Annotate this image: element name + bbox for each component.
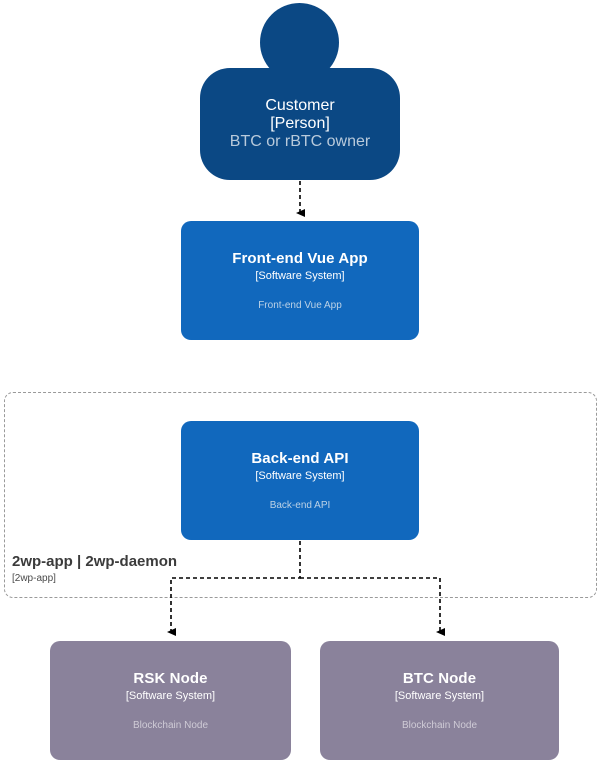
node-customer-title: Customer (265, 97, 335, 114)
node-front-end-vue-app-subtitle: [Software System] (255, 269, 345, 282)
node-customer-labels: Customer [Person] BTC or rBTC owner (200, 68, 400, 180)
node-rsk-node[interactable]: RSK Node [Software System] Blockchain No… (50, 641, 291, 760)
node-rsk-node-title: RSK Node (133, 669, 208, 687)
node-rsk-node-subtitle: [Software System] (125, 689, 216, 702)
boundary-label-group: 2wp-app | 2wp-daemon [2wp-app] (12, 553, 177, 585)
node-back-end-api[interactable]: Back-end API [Software System] Back-end … (181, 421, 419, 540)
node-back-end-api-title: Back-end API (251, 449, 349, 467)
node-customer-subtitle: [Person] (270, 115, 330, 132)
person-body-shape (200, 68, 400, 180)
node-btc-node[interactable]: BTC Node [Software System] Blockchain No… (320, 641, 559, 760)
node-btc-node-title: BTC Node (402, 669, 477, 687)
node-front-end-vue-app-description: Front-end Vue App (258, 299, 342, 311)
node-front-end-vue-app[interactable]: Front-end Vue App [Software System] Fron… (181, 221, 419, 340)
node-rsk-node-description: Blockchain Node (132, 719, 209, 731)
boundary-title: 2wp-app | 2wp-daemon (12, 553, 178, 570)
node-customer[interactable]: Customer [Person] BTC or rBTC owner (200, 0, 400, 180)
node-btc-node-description: Blockchain Node (401, 719, 478, 731)
node-front-end-vue-app-title: Front-end Vue App (232, 249, 368, 267)
node-back-end-api-subtitle: [Software System] (255, 469, 345, 482)
boundary-subtitle: [2wp-app] (12, 573, 56, 584)
node-btc-node-subtitle: [Software System] (394, 689, 485, 702)
node-back-end-api-description: Back-end API (269, 499, 331, 511)
node-customer-description: BTC or rBTC owner (229, 133, 371, 150)
